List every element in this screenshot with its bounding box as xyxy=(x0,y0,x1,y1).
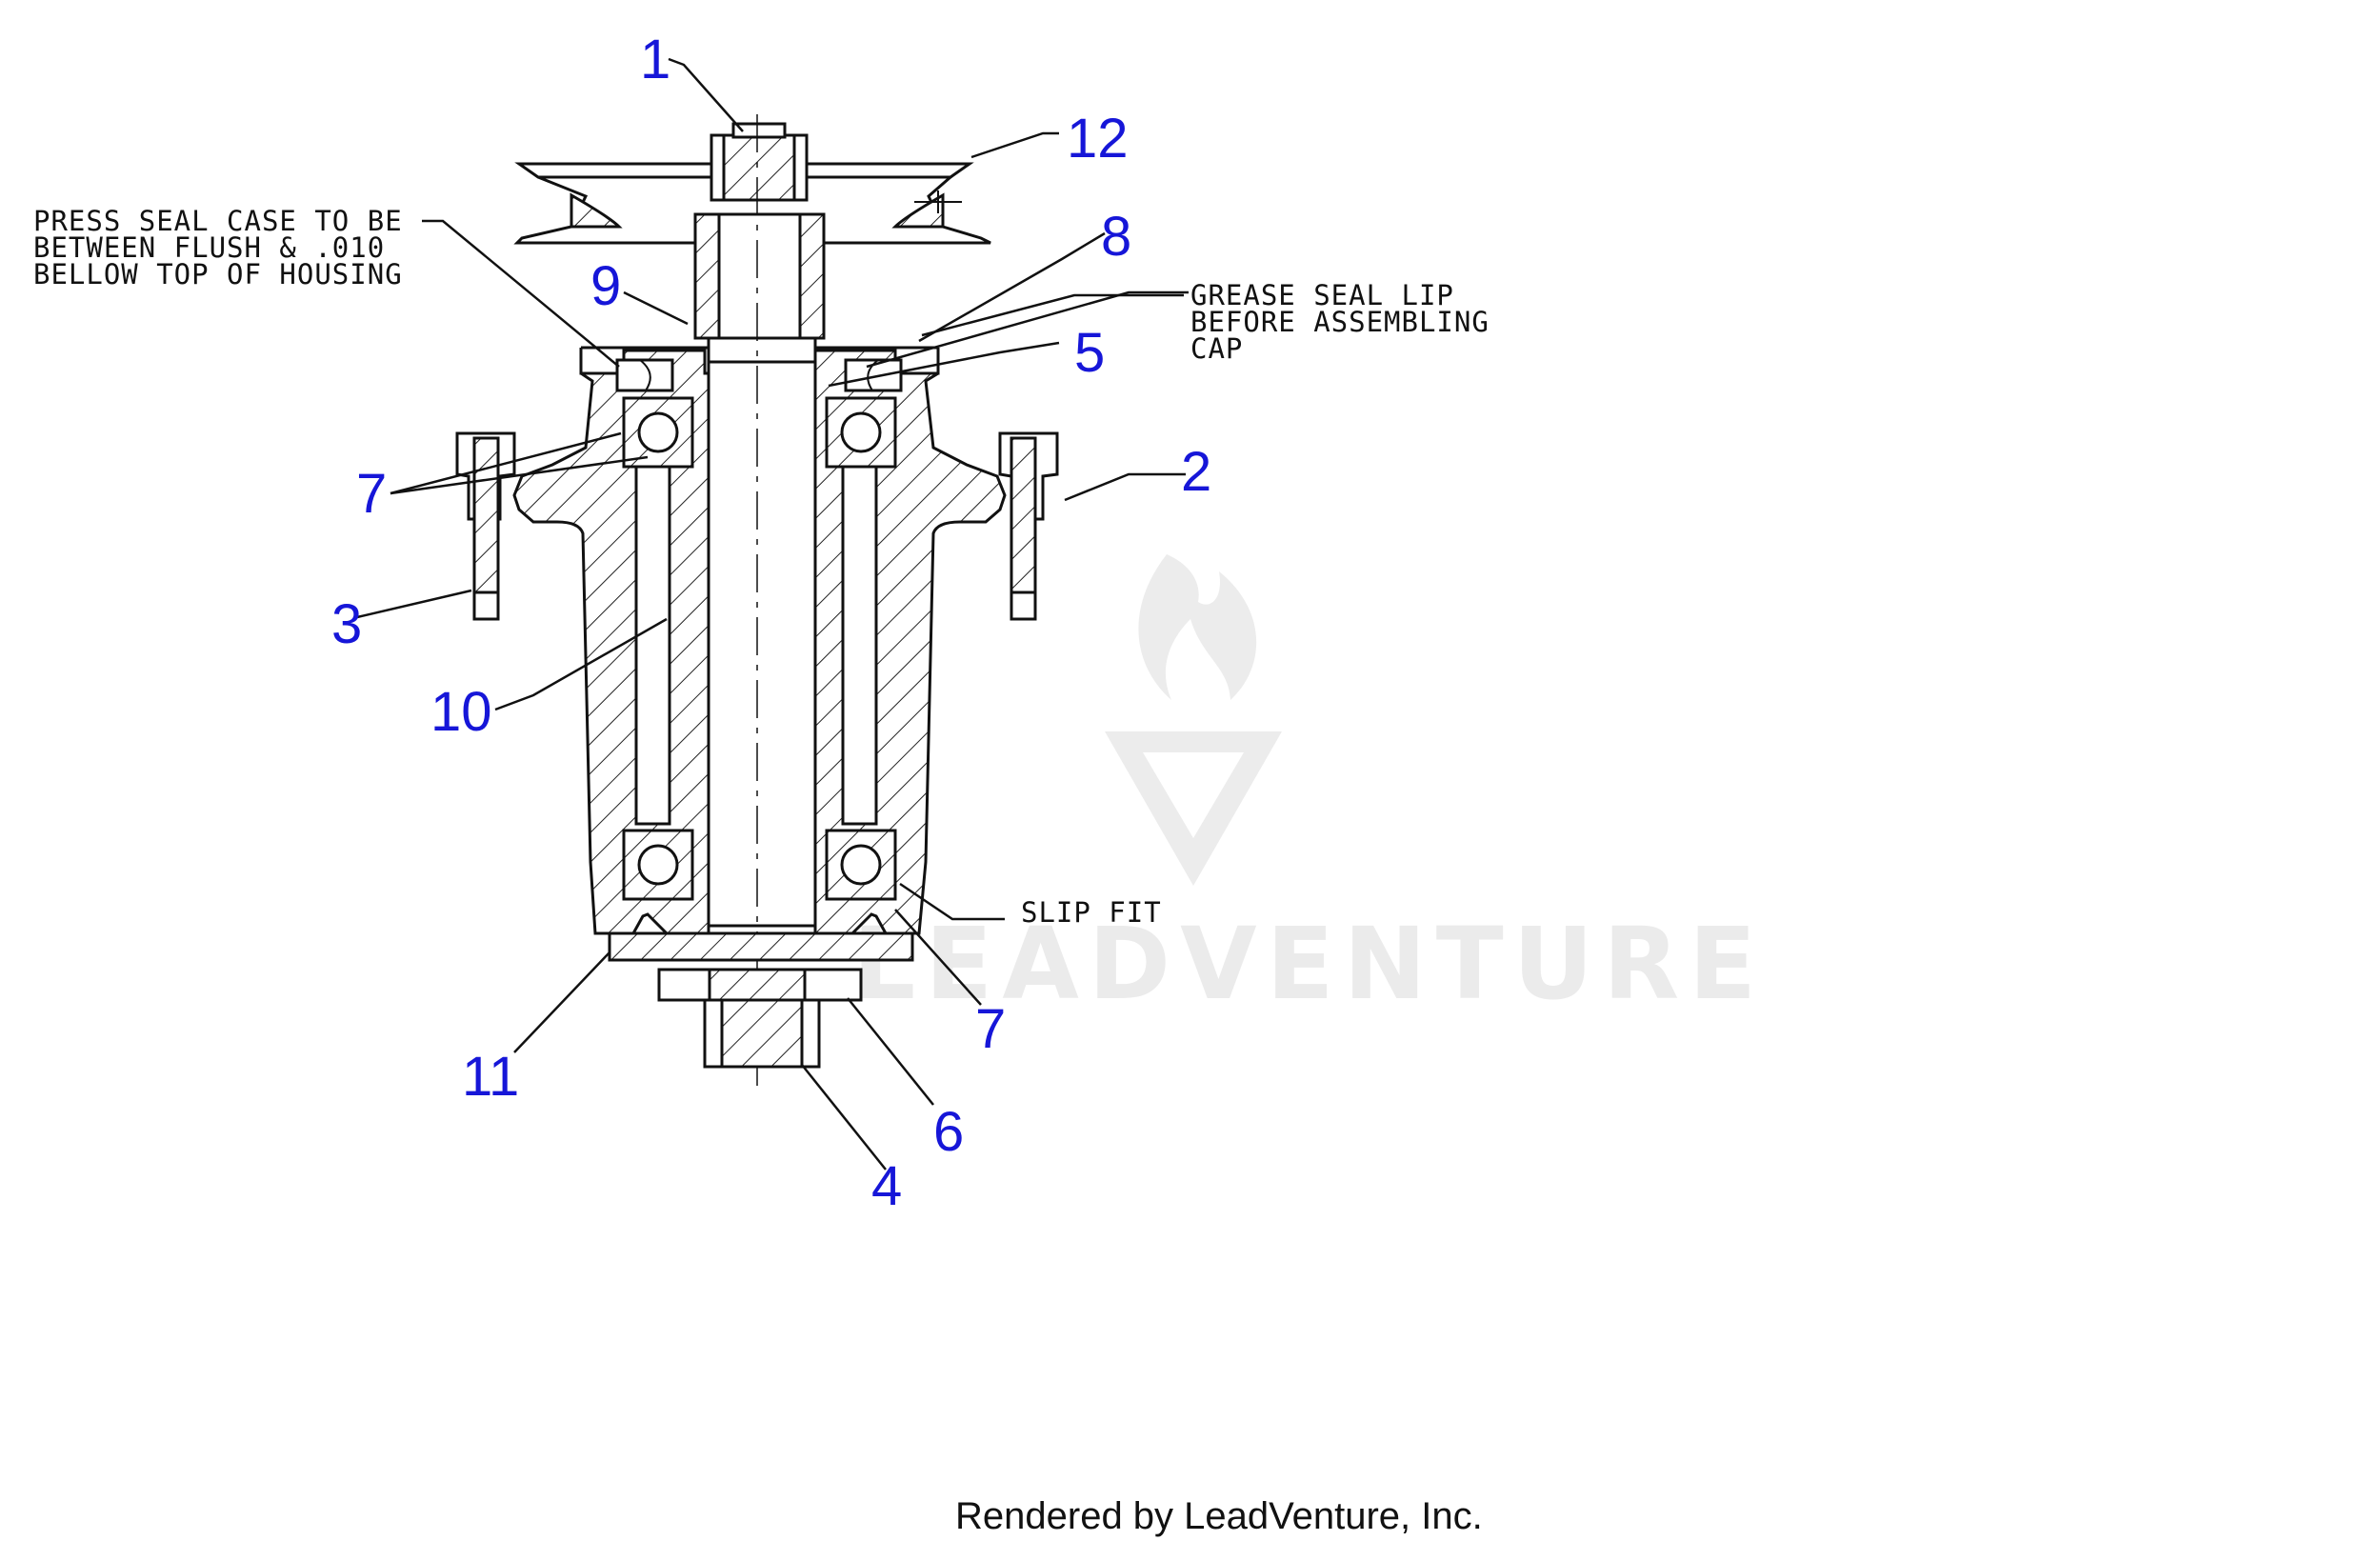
callout-2: 2 xyxy=(1181,441,1211,503)
note-press-seal-line-1: PRESS SEAL CASE TO BE xyxy=(33,205,403,237)
callout-8: 8 xyxy=(1101,206,1131,268)
callout-1: 1 xyxy=(640,29,670,90)
pulley xyxy=(513,162,991,245)
watermark: LEADVENTURE xyxy=(852,554,1766,1022)
callout-10: 10 xyxy=(430,681,492,743)
mounting-stud-left xyxy=(455,431,516,621)
shaft-top-nut xyxy=(710,122,809,202)
leader-lines xyxy=(356,57,1189,1171)
note-press-seal-line-3: BELLOW TOP OF HOUSING xyxy=(33,258,403,290)
callout-6: 6 xyxy=(933,1101,964,1163)
note-press-seal: PRESS SEAL CASE TO BE BETWEEN FLUSH & .0… xyxy=(33,205,403,290)
note-grease-seal-line-2: BEFORE ASSEMBLING xyxy=(1190,306,1490,338)
callout-5: 5 xyxy=(1074,322,1105,384)
bearing-lower-right xyxy=(825,829,897,901)
mounting-stud-right xyxy=(998,431,1059,621)
bearing-upper-left xyxy=(622,396,694,469)
callout-3: 3 xyxy=(331,593,362,655)
watermark-text: LEADVENTURE xyxy=(852,906,1766,1022)
bottom-nut xyxy=(703,998,821,1069)
note-slip-fit: SLIP FIT xyxy=(1021,896,1162,929)
callout-11: 11 xyxy=(462,1046,519,1108)
callout-12: 12 xyxy=(1067,108,1129,170)
bottom-cap xyxy=(608,931,914,962)
shaft xyxy=(693,114,826,1086)
note-grease-seal-line-3: CAP xyxy=(1190,332,1243,365)
callout-4: 4 xyxy=(871,1155,902,1217)
spacer-right xyxy=(841,465,878,826)
callout-9: 9 xyxy=(590,255,621,317)
watermark-flame-icon xyxy=(1138,554,1257,700)
footer-credit: Rendered by LeadVenture, Inc. xyxy=(955,1495,1483,1537)
note-press-seal-line-2: BETWEEN FLUSH & .010 xyxy=(33,231,385,264)
bearing-lower-left xyxy=(622,829,694,901)
blade-adapter xyxy=(657,968,863,1002)
callout-7-upper: 7 xyxy=(356,463,387,525)
callout-labels: 1 12 8 9 5 7 2 3 10 7 11 6 4 xyxy=(331,29,1211,1217)
note-grease-seal-line-1: GREASE SEAL LIP xyxy=(1190,279,1454,311)
callout-7-lower: 7 xyxy=(975,998,1006,1060)
note-grease-seal: GREASE SEAL LIP BEFORE ASSEMBLING CAP xyxy=(1190,279,1490,365)
bearing-upper-right xyxy=(825,396,897,469)
spacer-left xyxy=(634,465,671,826)
watermark-v-icon xyxy=(1105,731,1282,886)
seal-left xyxy=(615,358,674,392)
